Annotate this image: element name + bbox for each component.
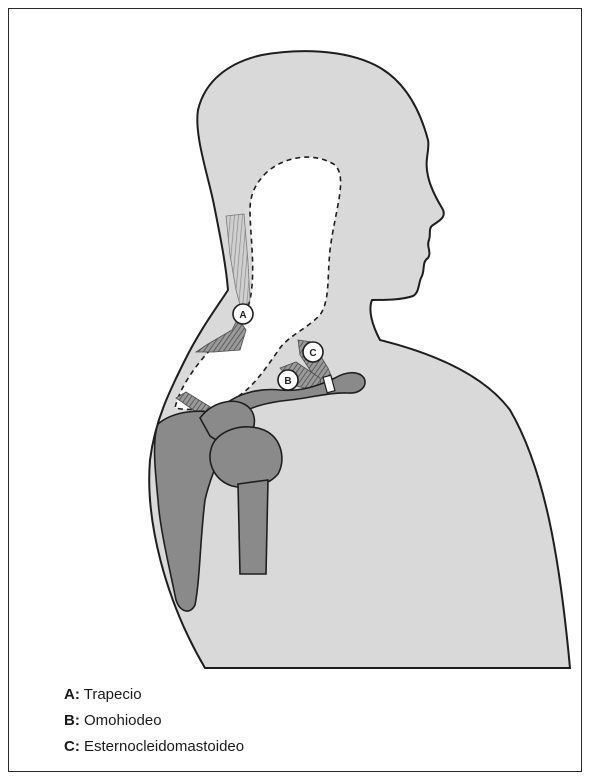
legend-label: Trapecio: [84, 686, 142, 703]
marker-b-label: B: [284, 376, 291, 387]
humeral-head: [210, 427, 282, 488]
marker-c: C: [303, 342, 323, 362]
marker-a: A: [233, 304, 253, 324]
legend-key: C:: [64, 738, 80, 755]
legend-label: Esternocleidomastoideo: [84, 738, 244, 755]
marker-c-label: C: [309, 348, 316, 359]
legend-label: Omohiodeo: [84, 712, 162, 729]
legend-key: A:: [64, 686, 80, 703]
legend-item-b: B: Omohiodeo: [64, 708, 244, 734]
marker-b: B: [278, 370, 298, 390]
marker-a-label: A: [239, 310, 246, 321]
legend: A: Trapecio B: Omohiodeo C: Esternocleid…: [64, 682, 244, 760]
legend-item-a: A: Trapecio: [64, 682, 244, 708]
legend-key: B:: [64, 712, 80, 729]
legend-item-c: C: Esternocleidomastoideo: [64, 734, 244, 760]
humerus-shaft: [238, 480, 268, 574]
